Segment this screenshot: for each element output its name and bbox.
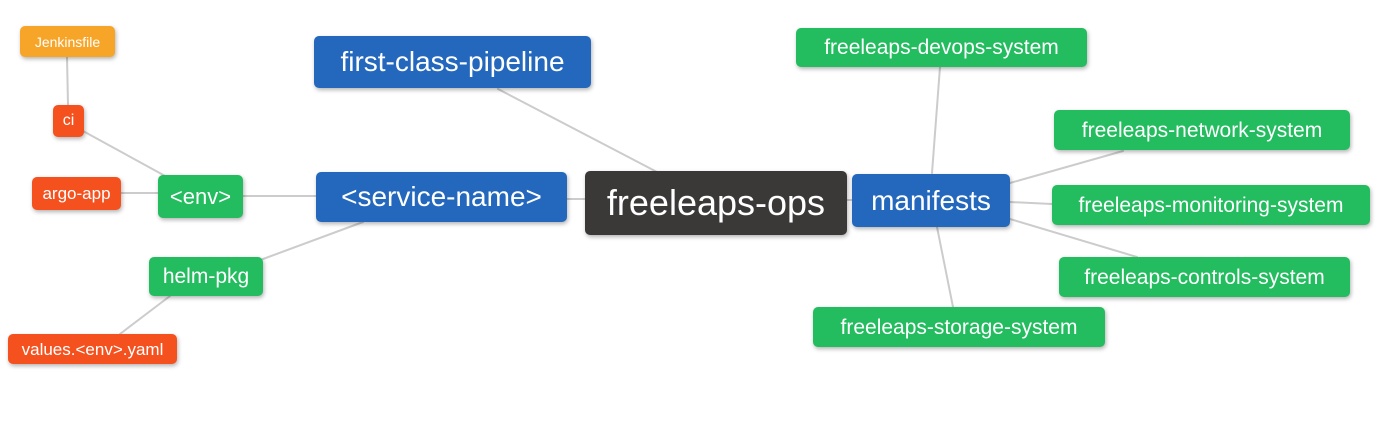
edge-manifests-to-storage-system (936, 226, 954, 308)
node-service-name[interactable]: <service-name> (316, 172, 567, 222)
node-storage-system[interactable]: freeleaps-storage-system (813, 307, 1105, 347)
node-ci[interactable]: ci (53, 105, 84, 137)
node-freeleaps-ops[interactable]: freeleaps-ops (585, 171, 847, 235)
edge-ci-to-env (82, 130, 168, 178)
node-monitoring-system[interactable]: freeleaps-monitoring-system (1052, 185, 1370, 225)
node-first-class-pipeline[interactable]: first-class-pipeline (314, 36, 591, 88)
node-controls-system[interactable]: freeleaps-controls-system (1059, 257, 1350, 297)
node-helm-pkg[interactable]: helm-pkg (149, 257, 263, 296)
edge-manifests-to-network-system (1009, 150, 1124, 184)
edge-service-name-to-helm-pkg (262, 221, 364, 260)
node-env[interactable]: <env> (158, 175, 243, 218)
edge-first-class-pipeline-to-freeleaps-ops (497, 88, 658, 173)
edge-manifests-to-controls-system (1009, 218, 1138, 258)
edge-jenkinsfile-to-ci (66, 56, 69, 106)
edge-manifests-to-monitoring-system (1009, 201, 1053, 205)
edge-manifests-to-devops-system (931, 66, 941, 174)
edge-helm-pkg-to-values-env-yaml (119, 295, 171, 335)
node-devops-system[interactable]: freeleaps-devops-system (796, 28, 1087, 67)
node-values-env-yaml[interactable]: values.<env>.yaml (8, 334, 177, 364)
node-argo-app[interactable]: argo-app (32, 177, 121, 210)
node-network-system[interactable]: freeleaps-network-system (1054, 110, 1350, 150)
node-manifests[interactable]: manifests (852, 174, 1010, 227)
node-jenkinsfile[interactable]: Jenkinsfile (20, 26, 115, 57)
